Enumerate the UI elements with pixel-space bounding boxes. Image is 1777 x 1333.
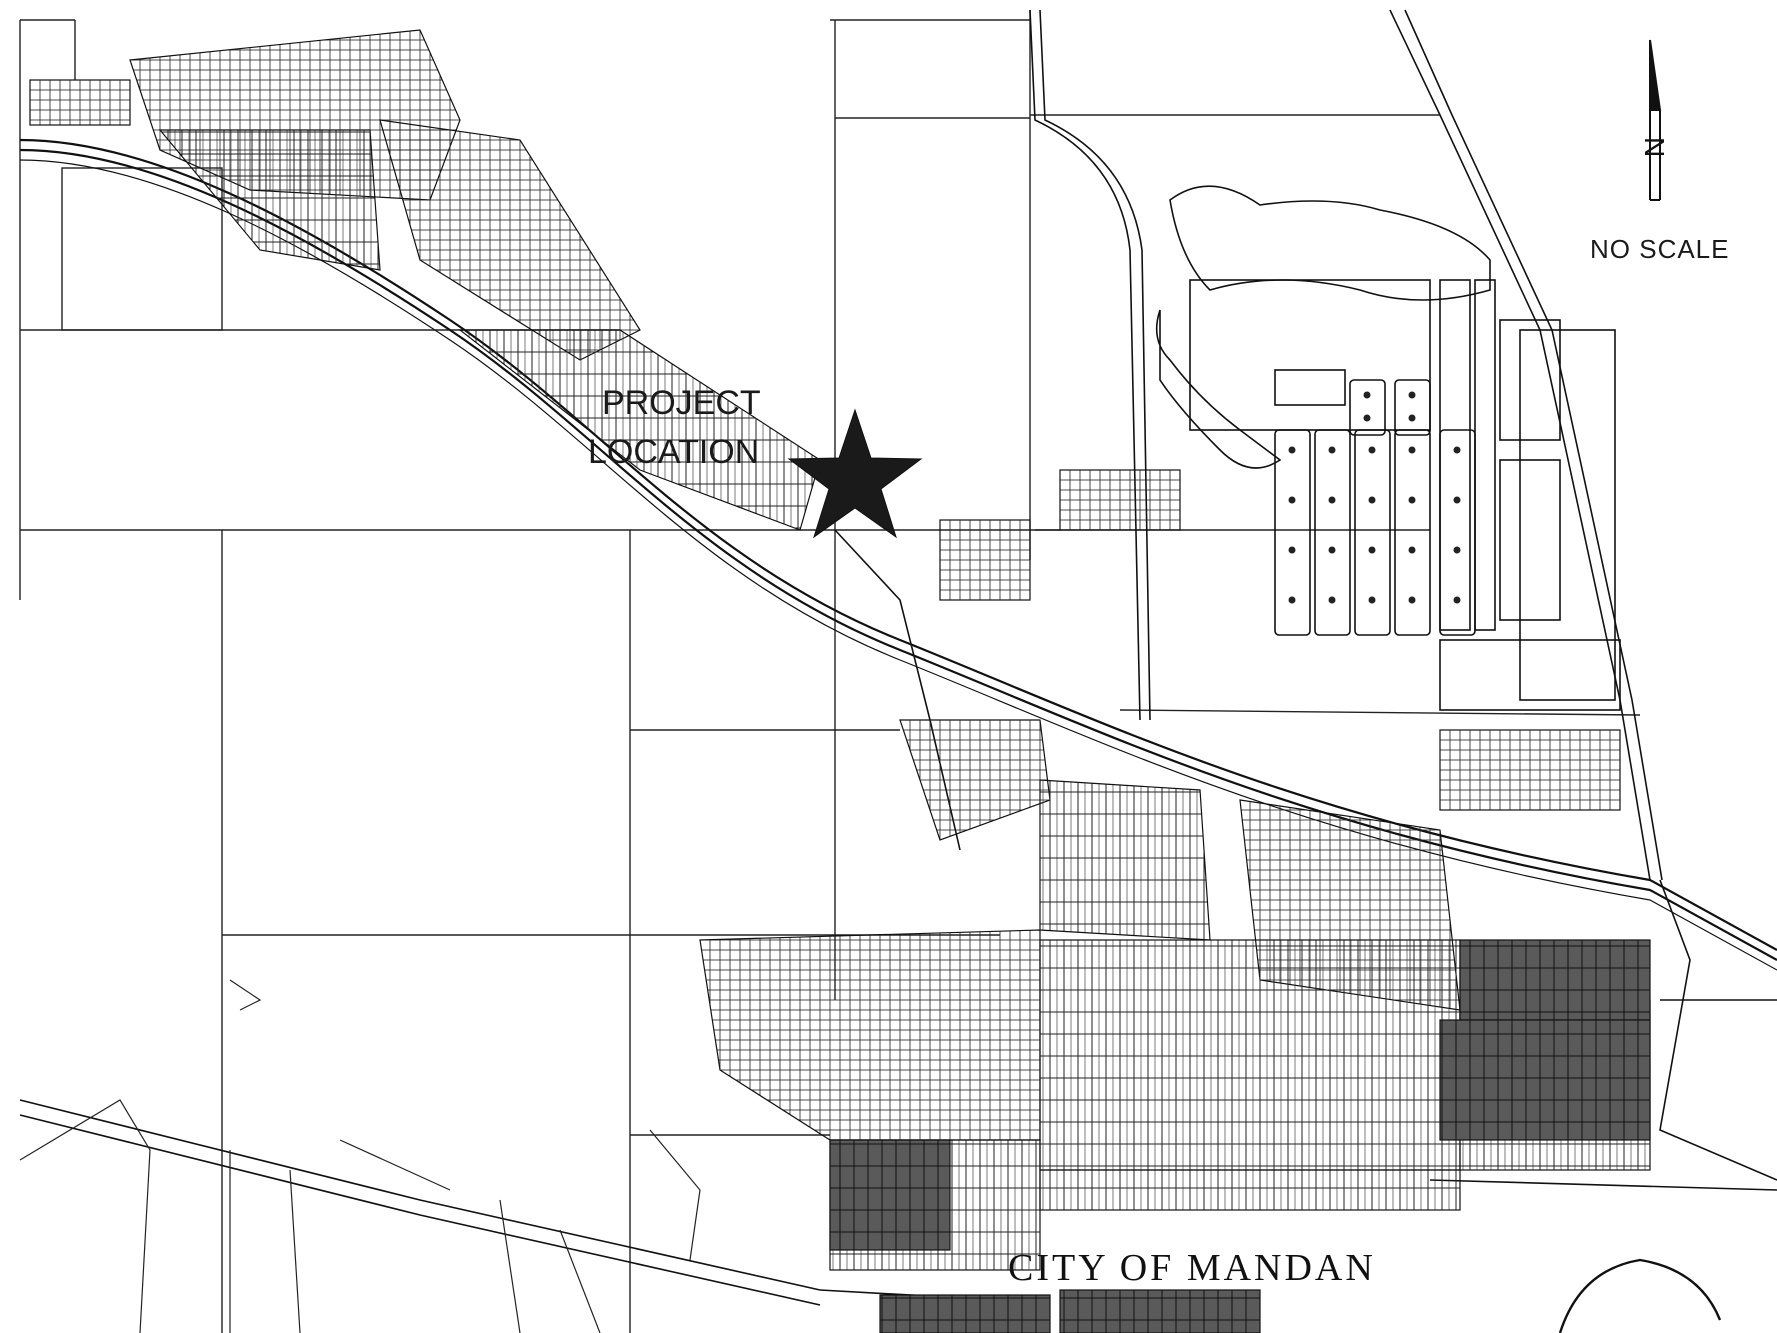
project-label-line2: LOCATION: [588, 433, 759, 471]
rural-parcels-lower-left: [19, 979, 701, 1333]
star-icon: [787, 408, 923, 539]
project-location-label: PROJECT LOCATION: [588, 384, 761, 471]
north-letter: N: [1639, 137, 1670, 157]
scale-label: NO SCALE: [1590, 234, 1730, 264]
project-label-line1: PROJECT: [602, 384, 761, 422]
downtown-blocks: [829, 939, 1651, 1333]
river: [1558, 1258, 1722, 1333]
basin-dots: [1288, 391, 1461, 604]
north-arrow-icon: [1649, 39, 1662, 201]
clarifier-basins: [1274, 379, 1476, 636]
city-label: CITY OF MANDAN: [1008, 1247, 1376, 1289]
